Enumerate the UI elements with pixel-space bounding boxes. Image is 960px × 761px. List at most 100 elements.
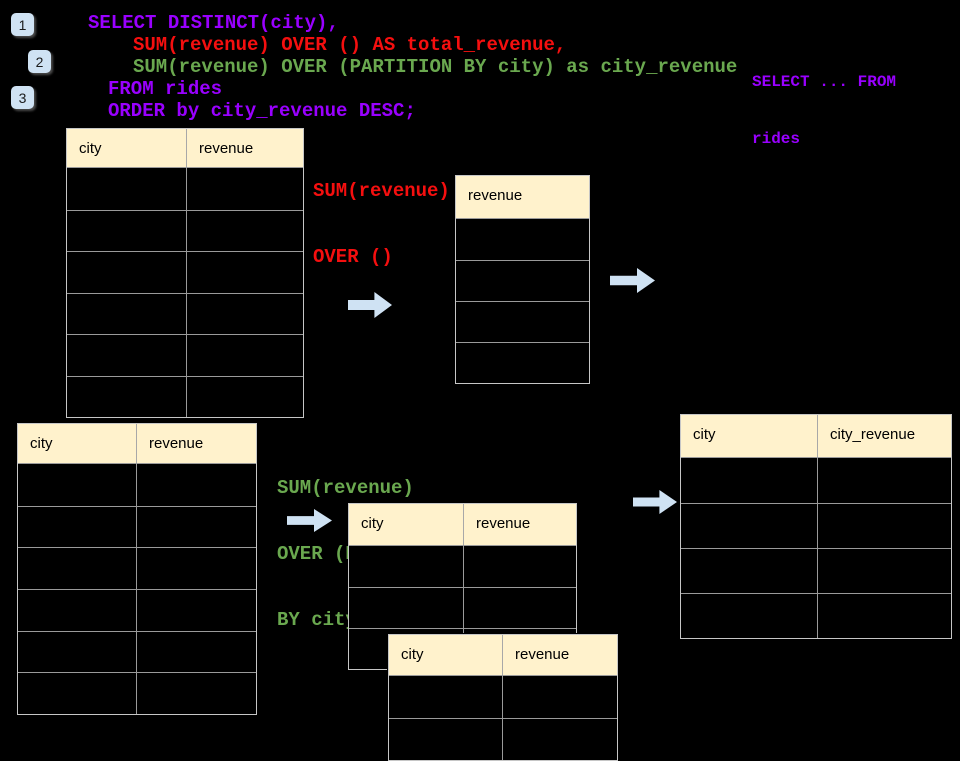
table-row [681, 593, 951, 638]
table-row [67, 375, 303, 418]
table-cell [456, 219, 589, 260]
table-row [18, 672, 256, 715]
column-header-revenue: revenue [468, 187, 523, 204]
table-cell [18, 631, 137, 673]
step-badge-1: 1 [11, 13, 34, 36]
table-cell [503, 719, 617, 760]
table-cell [464, 546, 576, 587]
label-total-line-2: OVER () [313, 246, 393, 268]
table-row [18, 464, 256, 506]
table-cell [67, 335, 187, 376]
table-cell [18, 673, 137, 715]
table-cell [187, 211, 303, 252]
table-cell [187, 335, 303, 376]
table-cell [67, 252, 187, 293]
table-cell [349, 588, 464, 628]
table-cell [818, 458, 951, 503]
table-body [389, 676, 617, 760]
column-header-city: city [349, 504, 464, 545]
table-body [456, 219, 589, 383]
step-badge-3: 3 [11, 86, 34, 109]
table-cell [137, 507, 256, 548]
table-row [681, 503, 951, 548]
table-cell [137, 464, 256, 506]
table-row [456, 301, 589, 342]
arrow-right-icon [610, 268, 655, 293]
table-header-row: city revenue [389, 635, 617, 676]
table-header-row: city revenue [67, 129, 303, 168]
table-row [67, 292, 303, 335]
table-row [18, 589, 256, 631]
table-cell [456, 343, 589, 383]
table-row [681, 458, 951, 503]
table-cell [464, 588, 576, 628]
table-row [67, 251, 303, 293]
column-header-city: city [18, 424, 137, 463]
sql-line-order: ORDER by city_revenue DESC; [108, 100, 416, 122]
table-cell [67, 168, 187, 210]
table-cell [818, 549, 951, 593]
table-cell [681, 549, 818, 593]
table-cell [503, 676, 617, 718]
table-row [349, 587, 576, 628]
sql-line-sum-over: SUM(revenue) OVER () AS total_revenue, [133, 34, 567, 56]
table-result-city-revenue: city city_revenue [680, 414, 952, 639]
table-cell [389, 719, 503, 760]
table-cell [389, 676, 503, 718]
table-cell [137, 590, 256, 631]
table-cell [67, 376, 187, 417]
label-total-revenue: SUM(revenue) OVER () [313, 136, 450, 290]
table-row [456, 342, 589, 383]
table-row [456, 219, 589, 260]
table-row [456, 260, 589, 301]
table-cell [187, 294, 303, 335]
table-cell [349, 546, 464, 587]
table-row [18, 630, 256, 673]
table-row [681, 548, 951, 593]
table-cell [187, 377, 303, 418]
step-badge-2: 2 [28, 50, 51, 73]
table-header-row: city city_revenue [681, 415, 951, 458]
column-header-city: city [389, 635, 503, 675]
arrow-right-icon [348, 292, 392, 318]
slide-canvas: { "colors": { "background": "#000000", "… [11, 12, 952, 761]
table-row [67, 209, 303, 252]
column-header-revenue: revenue [149, 435, 204, 452]
table-source-rides-bottom: city revenue [17, 423, 257, 716]
column-header-city: city [681, 415, 818, 457]
column-header-revenue: revenue [199, 140, 254, 157]
column-header-revenue: revenue [476, 515, 531, 532]
table-row [349, 546, 576, 587]
table-row [18, 505, 256, 548]
arrow-right-icon [633, 490, 677, 514]
table-header-row: city revenue [349, 504, 576, 546]
label-total-line-1: SUM(revenue) [313, 180, 450, 202]
table-cell [818, 594, 951, 638]
note-line-1: SELECT ... FROM [752, 73, 897, 91]
column-header-city-revenue: city_revenue [830, 426, 916, 443]
table-cell [18, 506, 137, 548]
table-row [389, 676, 617, 718]
table-cell [18, 464, 137, 506]
table-body [18, 464, 256, 715]
table-header-row: revenue [456, 176, 589, 219]
table-header-row: city revenue [18, 424, 256, 464]
table-body [681, 458, 951, 638]
table-total-revenue: revenue [455, 175, 590, 384]
table-cell [67, 293, 187, 334]
table-cell [137, 673, 256, 714]
table-cell [18, 590, 137, 631]
table-cell [681, 458, 818, 503]
table-cell [67, 210, 187, 251]
sql-line-partition: SUM(revenue) OVER (PARTITION BY city) as… [133, 56, 738, 78]
table-cell [187, 252, 303, 293]
table-row [389, 718, 617, 760]
table-cell [18, 548, 137, 590]
table-row [67, 334, 303, 376]
table-cell [681, 504, 818, 548]
table-partitioned-overlay: city revenue [388, 634, 618, 761]
table-source-rides-top: city revenue [66, 128, 304, 418]
table-cell [456, 261, 589, 301]
sql-line-from: FROM rides [108, 78, 223, 100]
note-line-2: rides [752, 130, 801, 148]
